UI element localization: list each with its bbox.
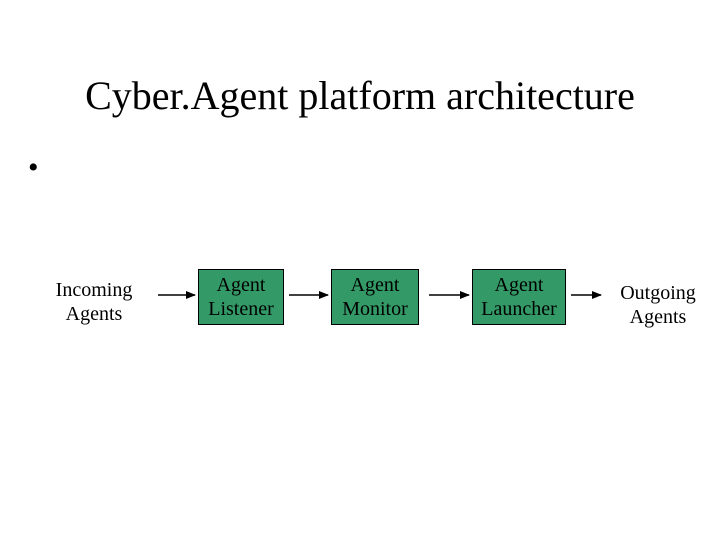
agent-monitor-box: Agent Monitor [331, 269, 419, 325]
incoming-line1: Incoming [55, 279, 133, 301]
launcher-line1: Agent [494, 274, 544, 296]
incoming-agents-label: Incoming Agents [42, 278, 146, 326]
launcher-line2: Launcher [481, 298, 557, 320]
listener-line2: Listener [208, 298, 274, 320]
monitor-line2: Monitor [342, 298, 408, 320]
outgoing-agents-label: Outgoing Agents [606, 281, 710, 329]
monitor-line1: Agent [350, 274, 400, 296]
outgoing-line2: Agents [629, 306, 687, 328]
agent-listener-box: Agent Listener [198, 269, 284, 325]
incoming-line2: Agents [65, 303, 123, 325]
outgoing-line1: Outgoing [620, 282, 696, 304]
agent-launcher-box: Agent Launcher [472, 269, 566, 325]
bullet-point: • [28, 151, 39, 184]
slide-title: Cyber.Agent platform architecture [85, 73, 635, 118]
listener-line1: Agent [216, 274, 266, 296]
